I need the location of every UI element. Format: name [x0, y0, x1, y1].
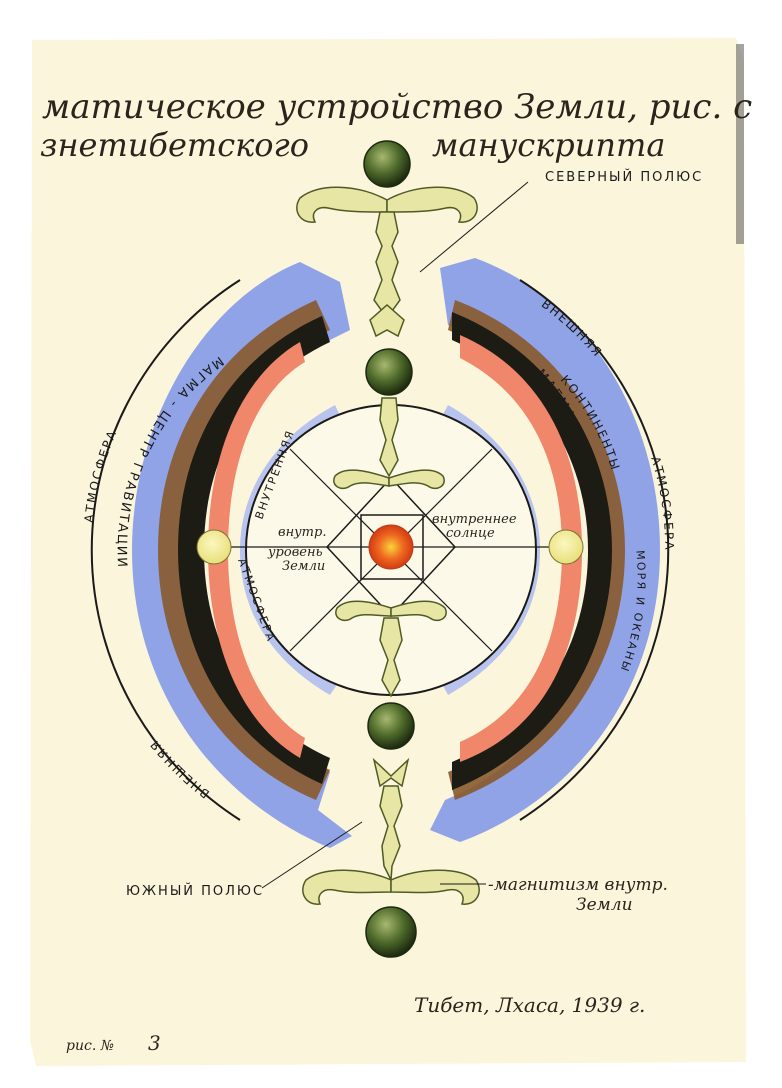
- north-ornament: [296, 186, 478, 338]
- left-inner-moon: [196, 529, 232, 565]
- south-pole-label: ЮЖНЫЙ ПОЛЮС: [126, 883, 264, 899]
- right-crust-ring: [452, 312, 612, 790]
- left-ocean-band: [132, 262, 352, 848]
- title-line-2-left: знетибетского: [40, 126, 309, 164]
- paper-edge-shadow: [736, 44, 744, 244]
- inner-square: [360, 514, 424, 580]
- north-pole-label: СЕВЕРНЫЙ ПОЛЮС: [545, 169, 703, 185]
- right-inner-moon: [548, 529, 584, 565]
- inner-sun: [368, 524, 414, 570]
- north-pole-globe: [363, 140, 411, 188]
- left-magma-ring: [208, 342, 305, 758]
- title-line-2-right: манускрипта: [432, 126, 665, 164]
- north-pole-leader: [419, 181, 529, 273]
- lower-inner-globe: [367, 702, 415, 750]
- left-crust-ring: [178, 316, 330, 784]
- figure-prefix: рис. №: [66, 1038, 114, 1054]
- title-line-1: матическое устройство Земли, рис. с: [42, 87, 752, 127]
- inner-level-label-2: уровень: [267, 545, 323, 560]
- south-pole-globe: [365, 906, 417, 958]
- right-magma-ring: [460, 335, 582, 762]
- inner-sun-label-2: солнце: [446, 526, 495, 541]
- upper-center-ornament: [333, 397, 445, 490]
- inner-sun-label-1: внутреннее: [432, 512, 517, 527]
- place-date: Тибет, Лхаса, 1939 г.: [414, 993, 645, 1017]
- magnetism-label-1: -магнитизм внутр.: [488, 875, 668, 895]
- right-ocean-band: [430, 258, 660, 842]
- figure-number: 3: [148, 1031, 161, 1055]
- outer-atmosphere-left-line: [90, 279, 241, 821]
- south-ornament: [302, 757, 480, 905]
- south-pole-leader: [261, 821, 363, 889]
- left-brown-ring: [158, 300, 330, 800]
- inner-level-label-1: внутр.: [278, 525, 326, 540]
- magnetism-label-2: Земли: [576, 895, 633, 915]
- lower-center-ornament: [335, 600, 447, 698]
- outer-atmosphere-right-line: [519, 279, 670, 821]
- inner-level-label-3: Земли: [282, 559, 325, 574]
- upper-inner-globe: [365, 348, 413, 396]
